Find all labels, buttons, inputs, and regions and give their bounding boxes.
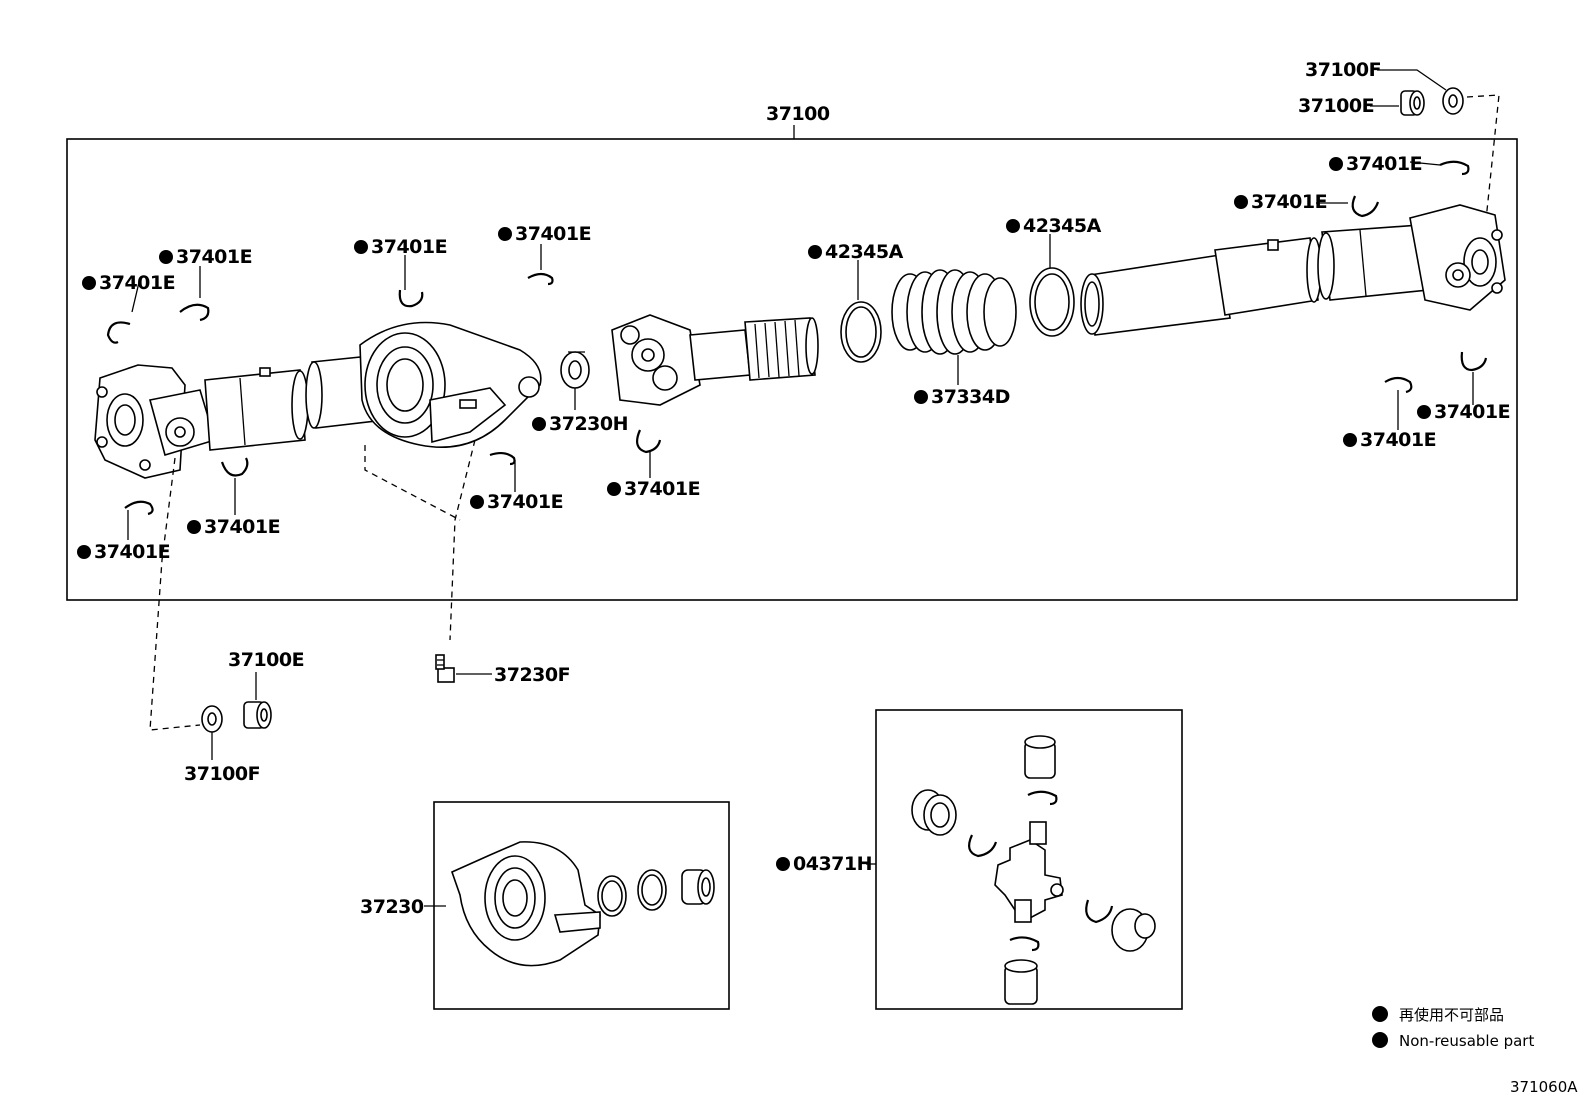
label-clip-b1: 37401E <box>204 516 280 538</box>
spider-clip-bottom <box>1009 936 1040 952</box>
figure-code: 371060A <box>1510 1078 1578 1096</box>
label-boot-clamp-1: 42345A <box>825 241 904 263</box>
label-washer-top-right: 37100F <box>1305 59 1381 81</box>
legend-en: Non-reusable part <box>1399 1032 1534 1050</box>
rear-flange-yoke <box>1409 204 1506 311</box>
clip-r3 <box>1384 376 1413 394</box>
label-clip-r2: 37401E <box>1360 429 1436 451</box>
label-clip-m1: 37401E <box>371 236 447 258</box>
label-spider-kit: 04371H <box>793 853 872 875</box>
label-clip-l1: 37401E <box>99 272 175 294</box>
label-bushing-bottom-left: 37100E <box>228 649 304 671</box>
clip-l3 <box>220 457 249 477</box>
label-center-bearing: 37230 <box>360 896 424 918</box>
bolt <box>435 654 455 683</box>
label-clip-l2: 37401E <box>176 246 252 268</box>
label-assembly: 37100 <box>766 103 830 125</box>
labels: 37100 37100F 37100E 37401E 37401E 37401E… <box>77 59 1511 918</box>
label-clip-tr2: 37401E <box>1251 191 1327 213</box>
center-bearing-assembly <box>305 321 542 448</box>
clip-r2 <box>1351 195 1380 218</box>
label-clip-b3: 37401E <box>487 491 563 513</box>
center-bearing-detail <box>451 841 601 967</box>
clip-m2 <box>527 272 554 286</box>
legend: 再使用不可部品 Non-reusable part <box>1372 1006 1534 1050</box>
center-cushion <box>560 351 590 389</box>
washer-top-right <box>1442 87 1464 115</box>
label-bolt: 37230F <box>494 664 570 686</box>
label-boot: 37334D <box>931 386 1010 408</box>
clip-l1 <box>106 321 131 344</box>
clip-m4 <box>635 429 662 454</box>
spider-cross <box>994 821 1064 923</box>
seal-ring-1 <box>597 875 627 917</box>
front-tube <box>204 367 309 451</box>
label-bushing-top-right: 37100E <box>1298 95 1374 117</box>
spider-clip-left <box>967 834 998 858</box>
legend-bullet-jp <box>1372 1006 1388 1022</box>
label-clip-b2: 37401E <box>94 541 170 563</box>
boot <box>891 269 1017 355</box>
boot-clamp-2 <box>1029 267 1075 337</box>
clip-r1 <box>1439 160 1470 176</box>
slip-yoke <box>611 314 701 406</box>
label-washer-bottom-left: 37100F <box>184 763 260 785</box>
clip-l4 <box>124 500 154 516</box>
label-center-cushion: 37230H <box>549 413 628 435</box>
bushing-bottom-left <box>243 701 272 729</box>
spline-shaft <box>689 317 819 381</box>
assembly-box <box>66 138 1518 601</box>
clip-r4 <box>1460 351 1488 372</box>
bushing-top-right <box>1400 90 1425 116</box>
label-clip-b4: 37401E <box>624 478 700 500</box>
seal-ring-2 <box>637 869 667 911</box>
bearing-cup-right <box>1111 908 1156 952</box>
label-clip-r1: 37401E <box>1434 401 1510 423</box>
label-clip-m2: 37401E <box>515 223 591 245</box>
clip-m3 <box>489 451 516 466</box>
spider-kit-box <box>875 709 1183 1010</box>
clip-l2 <box>179 303 210 322</box>
label-boot-clamp-2: 42345A <box>1023 215 1102 237</box>
bearing-cup-left <box>911 789 957 836</box>
label-clip-tr1: 37401E <box>1346 153 1422 175</box>
front-flange-yoke <box>94 364 216 479</box>
bearing-cup-bottom <box>1004 959 1038 1005</box>
legend-jp: 再使用不可部品 <box>1399 1006 1504 1024</box>
washer-bottom-left <box>201 705 223 733</box>
cushion-detail <box>681 869 715 905</box>
spider-clip-right <box>1085 899 1114 924</box>
clip-m1 <box>398 289 424 308</box>
rear-tube <box>1080 224 1429 336</box>
bearing-cup-top <box>1024 735 1056 779</box>
boot-clamp-1 <box>840 301 882 363</box>
spider-clip-top <box>1027 790 1058 806</box>
legend-bullet-en <box>1372 1032 1388 1048</box>
